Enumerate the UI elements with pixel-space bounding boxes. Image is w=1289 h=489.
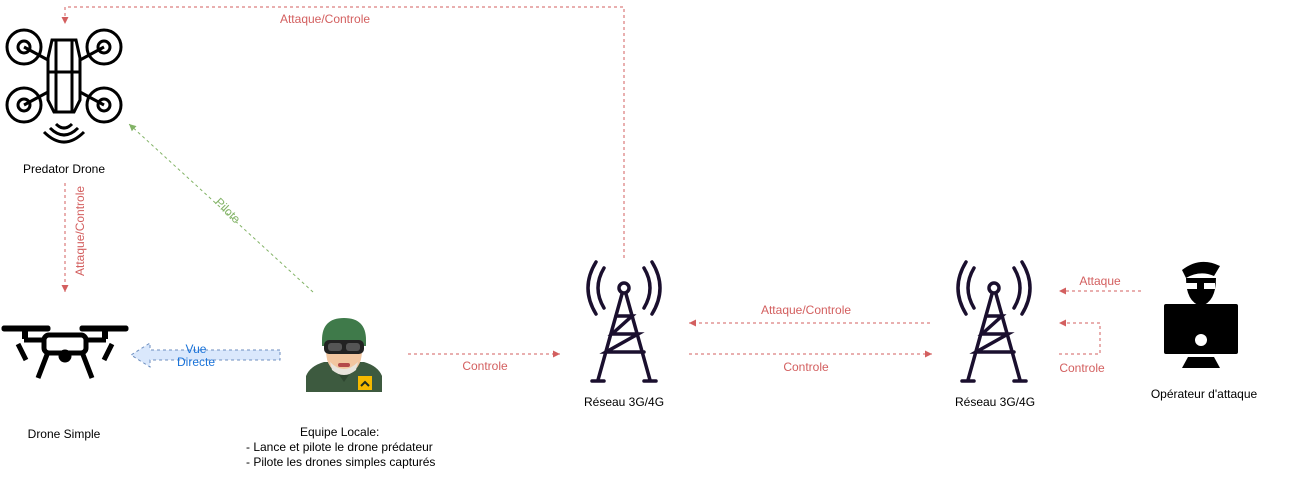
- tower1-label: Réseau 3G/4G: [583, 395, 665, 409]
- operator-label: Opérateur d'attaque: [1150, 387, 1258, 401]
- simple-drone-icon: [1, 325, 129, 379]
- edge-top-loop: [61, 6, 625, 258]
- edge-label-top-loop: Attaque/Controle: [279, 12, 371, 26]
- cell-tower-icon-2: [956, 260, 1032, 383]
- edge-label-team-to-tower: Controle: [462, 359, 508, 373]
- team-label: Equipe Locale:- Lance et pilote le drone…: [246, 425, 435, 470]
- drone-simple-label: Drone Simple: [27, 427, 101, 441]
- team-line-1: - Lance et pilote le drone prédateur: [246, 440, 433, 454]
- vue-line-2: Directe: [176, 355, 216, 369]
- team-line-2: - Pilote les drones simples capturés: [246, 455, 436, 469]
- edge-label-operator-attaque: Attaque: [1079, 274, 1121, 288]
- edge-label-operator-controle: Controle: [1059, 361, 1105, 375]
- team-title: Equipe Locale:: [300, 425, 380, 439]
- edge-label-predator-to-simple: Attaque/Controle: [73, 185, 87, 276]
- edge-vue-directe: [130, 342, 281, 368]
- edge-label-tower1-to-tower2: Controle: [783, 360, 829, 374]
- edge-label-tower2-to-tower1: Attaque/Controle: [760, 303, 852, 317]
- vue-line-1: Vue: [185, 342, 207, 356]
- predator-drone-label: Predator Drone: [22, 162, 106, 176]
- tower2-label: Réseau 3G/4G: [954, 395, 1036, 409]
- soldier-icon: [306, 318, 382, 392]
- edge-operator-controle: [1059, 319, 1101, 355]
- hacker-operator-icon: [1164, 261, 1238, 368]
- cell-tower-icon: [586, 260, 662, 383]
- predator-drone-icon: [5, 28, 123, 144]
